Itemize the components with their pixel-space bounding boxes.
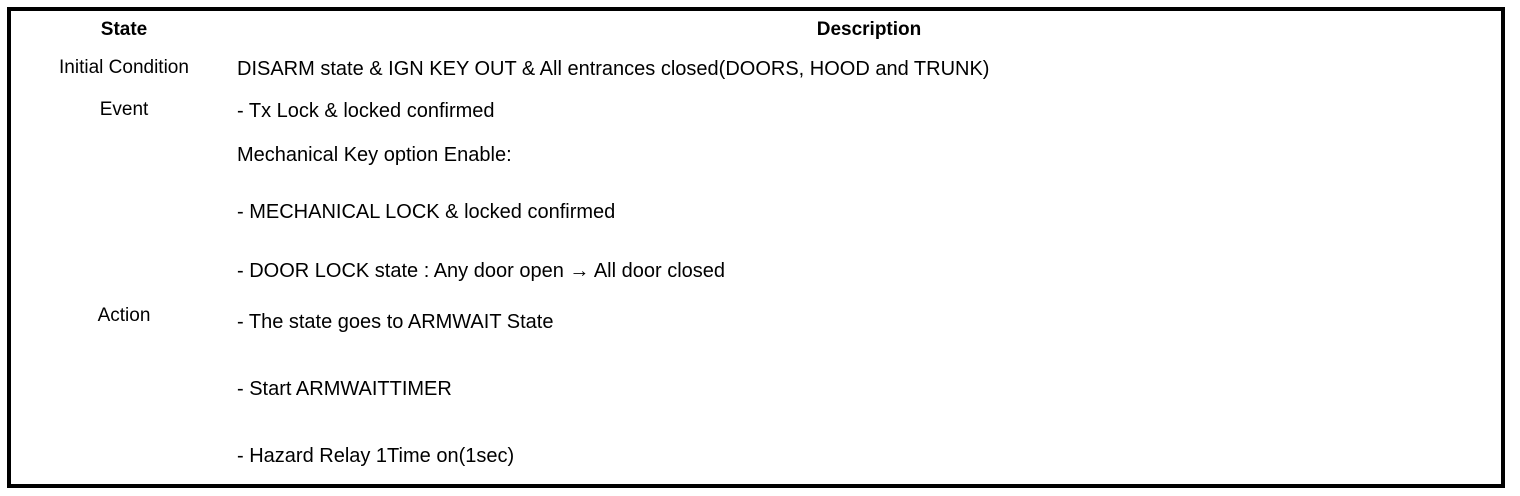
column-header-description: Description [237, 11, 1501, 49]
state-label-text: Action [97, 304, 151, 326]
row-description-event-part2: Mechanical Key option Enable: - MECHANIC… [237, 133, 1501, 297]
row-description-initial-condition: DISARM state & IGN KEY OUT & All entranc… [237, 49, 1501, 91]
description-line: - Tx Lock & locked confirmed [237, 100, 495, 122]
table-row-action: Action - The state goes to ARMWAIT State… [11, 296, 1501, 484]
state-label-text: Initial Condition [59, 57, 189, 78]
state-label-text: Event [99, 99, 149, 120]
description-line-mechanical-key-heading: Mechanical Key option Enable: [237, 144, 512, 166]
row-label-initial-condition: Initial Condition [11, 49, 237, 91]
table-row-event-part1: Event - Tx Lock & locked confirmed [11, 91, 1501, 297]
description-line: - Start ARMWAITTIMER [237, 377, 452, 400]
state-description-table: State Description Initial Condition DISA… [7, 7, 1505, 488]
row-label-event: Event [11, 91, 237, 297]
description-line: - Hazard Relay 1Time on(1sec) [237, 444, 515, 467]
row-description-event-part1: - Tx Lock & locked confirmed [237, 91, 1501, 133]
description-line: - MECHANICAL LOCK & locked confirmed [237, 201, 616, 223]
description-line: - The state goes to ARMWAIT State [237, 310, 554, 333]
table-row-event-part2: Mechanical Key option Enable: - MECHANIC… [11, 133, 1501, 297]
column-header-state: State [11, 11, 237, 49]
description-line: - DOOR LOCK state : Any door open → All … [237, 260, 726, 282]
table: State Description Initial Condition DISA… [11, 11, 1501, 484]
row-label-action: Action [11, 296, 237, 484]
row-description-action: - The state goes to ARMWAIT State - Star… [237, 296, 1501, 484]
table-header-row: State Description [11, 11, 1501, 49]
table-row-initial-condition: Initial Condition DISARM state & IGN KEY… [11, 49, 1501, 91]
description-line: DISARM state & IGN KEY OUT & All entranc… [237, 58, 990, 80]
